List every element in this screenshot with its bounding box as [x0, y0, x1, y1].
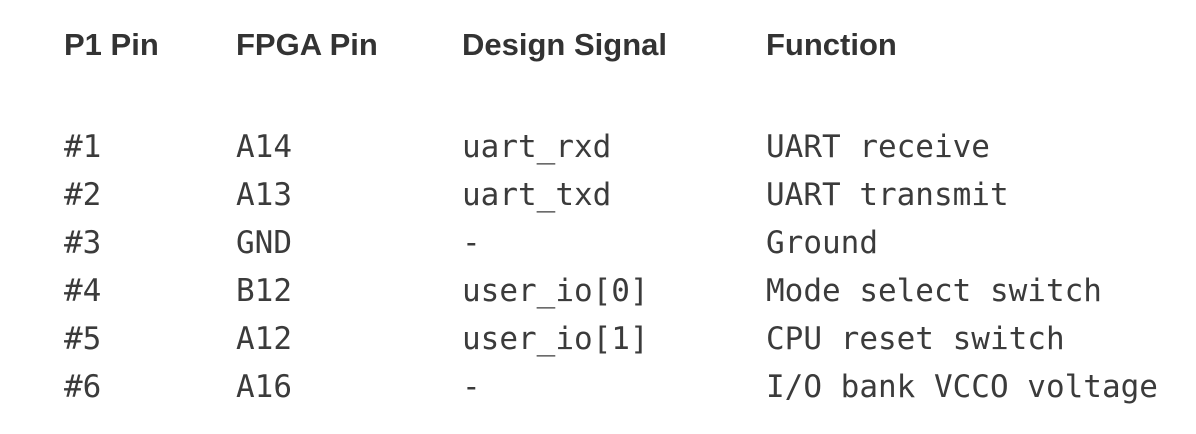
- cell-function: Ground: [766, 225, 878, 261]
- cell-design-signal: -: [462, 225, 481, 261]
- cell-fpga-pin: GND: [236, 225, 292, 261]
- cell-design-signal: user_io[0]: [462, 273, 649, 309]
- column-header-fpga-pin: FPGA Pin: [236, 27, 378, 62]
- cell-p1-pin: #6: [64, 369, 102, 405]
- table-header-row: P1 Pin FPGA Pin Design Signal Function: [64, 24, 1196, 66]
- cell-p1-pin: #4: [64, 273, 102, 309]
- cell-p1-pin: #5: [64, 321, 102, 357]
- cell-fpga-pin: A13: [236, 177, 292, 213]
- cell-function: UART transmit: [766, 177, 1009, 213]
- cell-p1-pin: #1: [64, 129, 102, 165]
- cell-function: Mode select switch: [766, 273, 1102, 309]
- cell-design-signal: -: [462, 369, 481, 405]
- cell-fpga-pin: A12: [236, 321, 292, 357]
- cell-function: UART receive: [766, 129, 990, 165]
- column-header-p1-pin: P1 Pin: [64, 27, 159, 62]
- cell-p1-pin: #3: [64, 225, 102, 261]
- column-header-function: Function: [766, 27, 897, 62]
- cell-design-signal: uart_txd: [462, 177, 612, 213]
- cell-design-signal: user_io[1]: [462, 321, 649, 357]
- cell-fpga-pin: A16: [236, 369, 292, 405]
- cell-p1-pin: #2: [64, 177, 102, 213]
- cell-function: CPU reset switch: [766, 321, 1065, 357]
- cell-design-signal: uart_rxd: [462, 129, 612, 165]
- cell-fpga-pin: B12: [236, 273, 292, 309]
- cell-fpga-pin: A14: [236, 129, 292, 165]
- table-body: #1 A14 uart_rxd UART receive #2 A13 uart…: [64, 123, 1196, 411]
- cell-function: I/O bank VCCO voltage: [766, 369, 1158, 405]
- pin-mapping-table: P1 Pin FPGA Pin Design Signal Function #…: [64, 24, 1196, 411]
- column-header-design-signal: Design Signal: [462, 27, 667, 62]
